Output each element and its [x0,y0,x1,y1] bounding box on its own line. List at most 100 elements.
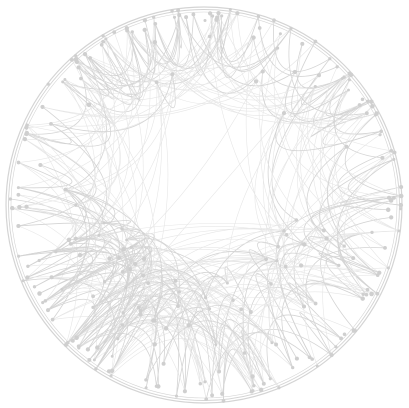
network-node [104,37,108,41]
nodes-layer [8,7,404,403]
network-node [54,250,58,254]
network-node [142,27,147,33]
network-node [307,355,312,360]
network-edge [125,275,280,389]
network-edge [344,150,392,295]
network-edge [218,291,363,372]
network-node [16,192,21,197]
network-node [374,113,377,117]
network-edge [165,307,265,385]
network-node [63,187,68,192]
network-node [264,257,268,262]
network-edge [62,14,180,90]
network-node [321,228,326,233]
network-node [207,34,212,39]
network-edge [19,73,173,208]
network-edge [218,258,267,372]
network-node [347,78,352,82]
network-edge [230,9,377,125]
network-node [109,374,113,378]
network-edge [84,37,254,76]
network-edge [218,324,255,387]
network-edge [105,33,281,92]
network-node [77,346,81,350]
network-node [369,99,374,104]
network-edge [221,329,332,395]
network-node [383,246,387,250]
network-edge [331,105,378,276]
network-edge [165,273,316,329]
network-node [24,130,29,135]
network-node [344,144,349,149]
network-node [120,227,124,231]
network-edge [251,238,327,392]
network-node [177,13,182,18]
network-edge [154,41,368,124]
network-node [60,287,64,291]
network-edge [174,9,182,49]
network-edge [320,89,349,247]
network-edge [297,43,386,249]
network-edge [22,278,116,357]
network-node [276,46,280,50]
network-edge [134,250,153,265]
network-edge [89,29,149,88]
network-node [125,28,130,33]
network-edge [322,152,395,356]
network-edge [126,225,287,241]
network-node [154,384,159,388]
network-edge [303,197,395,266]
network-node [46,308,50,313]
network-edge [253,37,353,89]
network-edge [318,253,380,274]
network-edge [75,31,134,77]
network-node [392,150,397,155]
network-edge [307,86,400,232]
network-edge [291,41,368,122]
network-node [342,332,347,337]
network-node [216,11,221,16]
network-edge [75,15,213,88]
network-node [95,345,100,350]
network-node [128,267,133,272]
network-node [228,7,232,12]
network-node [17,254,21,258]
network-edge [326,146,379,276]
network-node [153,21,158,26]
network-edge [109,237,148,259]
network-node [8,197,13,201]
network-node [299,263,304,268]
network-node [144,378,148,382]
network-node [154,80,159,85]
network-node [250,374,255,379]
network-node [152,15,156,19]
network-edge [302,152,395,367]
network-node [163,326,169,331]
network-node [76,65,81,70]
network-node [120,323,124,327]
network-node [249,389,254,394]
network-node [107,256,112,261]
network-node [386,266,390,270]
network-node [242,351,247,355]
network-edge [75,55,121,206]
network-node [49,122,53,126]
network-node [317,73,321,78]
network-edge [126,19,156,74]
network-node [170,72,175,77]
network-edge [218,274,378,372]
network-node [142,18,148,23]
network-edge [88,12,219,117]
network-edge [89,14,180,83]
network-edge [75,237,129,348]
network-edge [65,189,152,284]
network-edge [334,79,389,269]
network-node [124,286,128,290]
network-node [379,129,383,134]
network-edge [171,10,350,107]
network-node [259,387,264,392]
network-node [116,337,120,341]
network-node [16,223,21,229]
network-edge [275,112,382,152]
network-edge [163,284,305,365]
